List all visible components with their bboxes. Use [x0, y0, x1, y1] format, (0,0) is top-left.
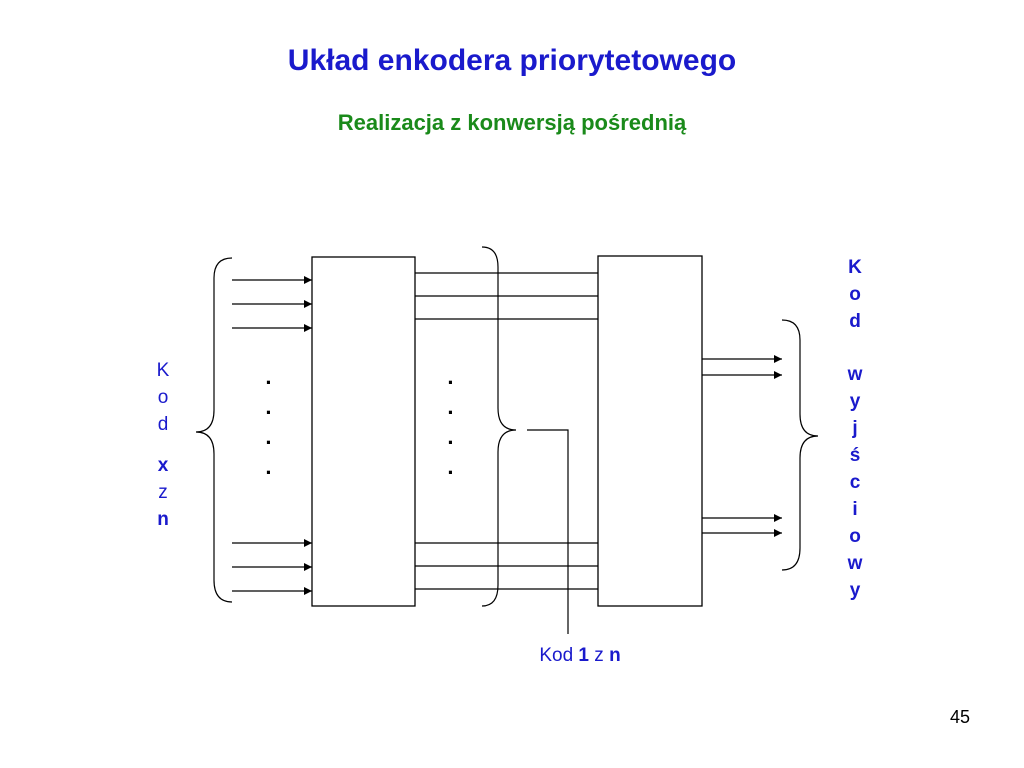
slide-title: Układ enkodera priorytetowego: [287, 44, 737, 77]
output-brace: [781, 319, 819, 571]
output-code-label: K o d w y j ś c i o w y: [847, 257, 863, 601]
input-brace: [195, 257, 233, 603]
input-ellipsis: ····: [265, 370, 273, 485]
middle-brace: [481, 246, 517, 607]
second-block: [597, 255, 703, 607]
first-block: [311, 256, 416, 607]
page-number: 45: [949, 707, 970, 727]
slide-subtitle: Realizacja z konwersją pośrednią: [337, 110, 687, 135]
input-code-label: K o d x z n: [156, 360, 170, 530]
one-hot-code-label: Kod 1 z n: [539, 645, 621, 666]
middle-ellipsis: ····: [447, 370, 455, 485]
mid-label-leader: [527, 429, 569, 634]
